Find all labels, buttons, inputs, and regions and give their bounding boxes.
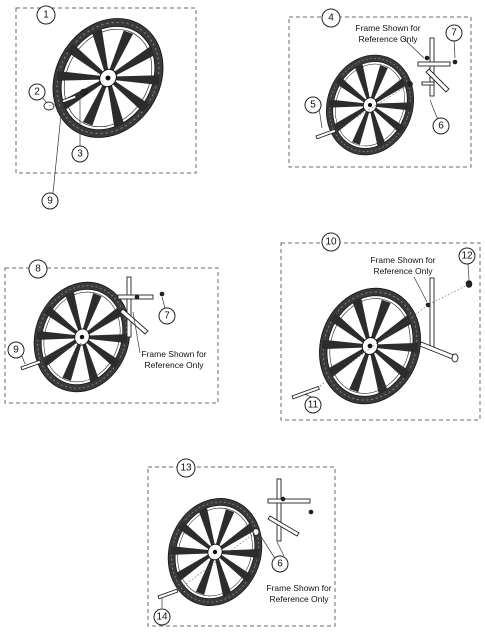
wheel-illustration: [18, 268, 146, 406]
panel-10: Frame Shown for Reference Only 10 11 12: [280, 232, 481, 421]
callout-12: 12: [458, 247, 476, 265]
spacer-part: [252, 528, 260, 536]
frame-illustration: [419, 277, 459, 363]
svg-text:Frame Shown for: Frame Shown for: [370, 255, 435, 265]
callout-5: 5: [304, 96, 322, 114]
callout-14: 14: [153, 608, 171, 626]
panel-label-4: 4: [321, 8, 341, 28]
panel-label-10: 10: [321, 232, 341, 252]
axle-part: [315, 128, 337, 140]
wheel-illustration: [302, 273, 438, 419]
wheel-illustration: [33, 2, 183, 154]
panel-label-1: 1: [36, 5, 56, 25]
svg-text:12: 12: [461, 251, 473, 262]
svg-text:2: 2: [34, 87, 40, 98]
callout-9: 9: [7, 341, 25, 359]
svg-text:9: 9: [47, 196, 53, 207]
axle-part: [157, 588, 179, 600]
svg-text:Frame Shown for: Frame Shown for: [141, 349, 206, 359]
svg-text:Frame Shown for: Frame Shown for: [266, 583, 331, 593]
nut-part: [465, 280, 473, 288]
svg-text:9: 9: [13, 345, 19, 356]
svg-text:Frame Shown for: Frame Shown for: [355, 23, 420, 33]
svg-text:8: 8: [35, 264, 41, 275]
panel-13: Frame Shown for Reference Only 13 6 14: [147, 458, 336, 627]
callout-7: 7: [158, 307, 176, 325]
svg-text:6: 6: [277, 559, 283, 570]
panel-label-8: 8: [28, 259, 48, 279]
panel-label-13: 13: [176, 458, 196, 478]
svg-text:5: 5: [310, 100, 316, 111]
callout-11: 11: [304, 396, 322, 414]
panel-1-border: [15, 7, 197, 174]
bearing-part: [407, 81, 413, 87]
svg-text:14: 14: [156, 612, 168, 623]
svg-text:7: 7: [164, 311, 170, 322]
bearing-part: [80, 88, 88, 96]
svg-text:Reference Only: Reference Only: [373, 266, 433, 276]
frame-illustration: [117, 276, 154, 338]
frame-illustration: [417, 37, 451, 97]
nut-part: [452, 59, 458, 65]
svg-text:7: 7: [451, 28, 457, 39]
panel-label-1-text: 1: [43, 10, 49, 21]
panel-1: 1 2 3 9: [15, 2, 197, 210]
wheel-illustration: [152, 484, 278, 620]
axle-part: [291, 385, 320, 400]
svg-text:Reference Only: Reference Only: [144, 360, 204, 370]
panel-10-border: [280, 242, 481, 421]
axle-part: [20, 359, 42, 371]
svg-text:11: 11: [308, 400, 319, 411]
panel-13-border: [147, 466, 336, 627]
svg-text:6: 6: [438, 121, 444, 132]
reference-note: Frame Shown for Reference Only: [355, 23, 420, 44]
callout-6: 6: [271, 555, 289, 573]
callout-7: 7: [445, 24, 463, 42]
callout-2: 2: [28, 83, 46, 101]
panel-8-border: [4, 267, 219, 404]
svg-text:Reference Only: Reference Only: [269, 594, 329, 604]
frame-illustration: [267, 478, 314, 542]
reference-note: Frame Shown for Reference Only: [370, 255, 435, 276]
svg-text:10: 10: [325, 237, 337, 248]
svg-text:13: 13: [180, 463, 192, 474]
svg-text:Reference Only: Reference Only: [358, 34, 418, 44]
wheel-illustration: [312, 42, 428, 168]
nut-part: [159, 291, 165, 297]
callout-3: 3: [71, 145, 89, 163]
panel-4: Frame Shown for Reference Only 4 5 6 7: [288, 8, 472, 168]
panel-8: Frame Shown for Reference Only 8 7 9: [4, 259, 219, 406]
svg-text:4: 4: [328, 13, 334, 24]
reference-note: Frame Shown for Reference Only: [141, 349, 206, 370]
callout-9: 9: [41, 192, 59, 210]
svg-text:3: 3: [77, 149, 83, 160]
axle-part: [61, 94, 77, 104]
reference-note: Frame Shown for Reference Only: [266, 583, 331, 604]
callout-6: 6: [432, 117, 450, 135]
panel-4-border: [288, 16, 472, 168]
